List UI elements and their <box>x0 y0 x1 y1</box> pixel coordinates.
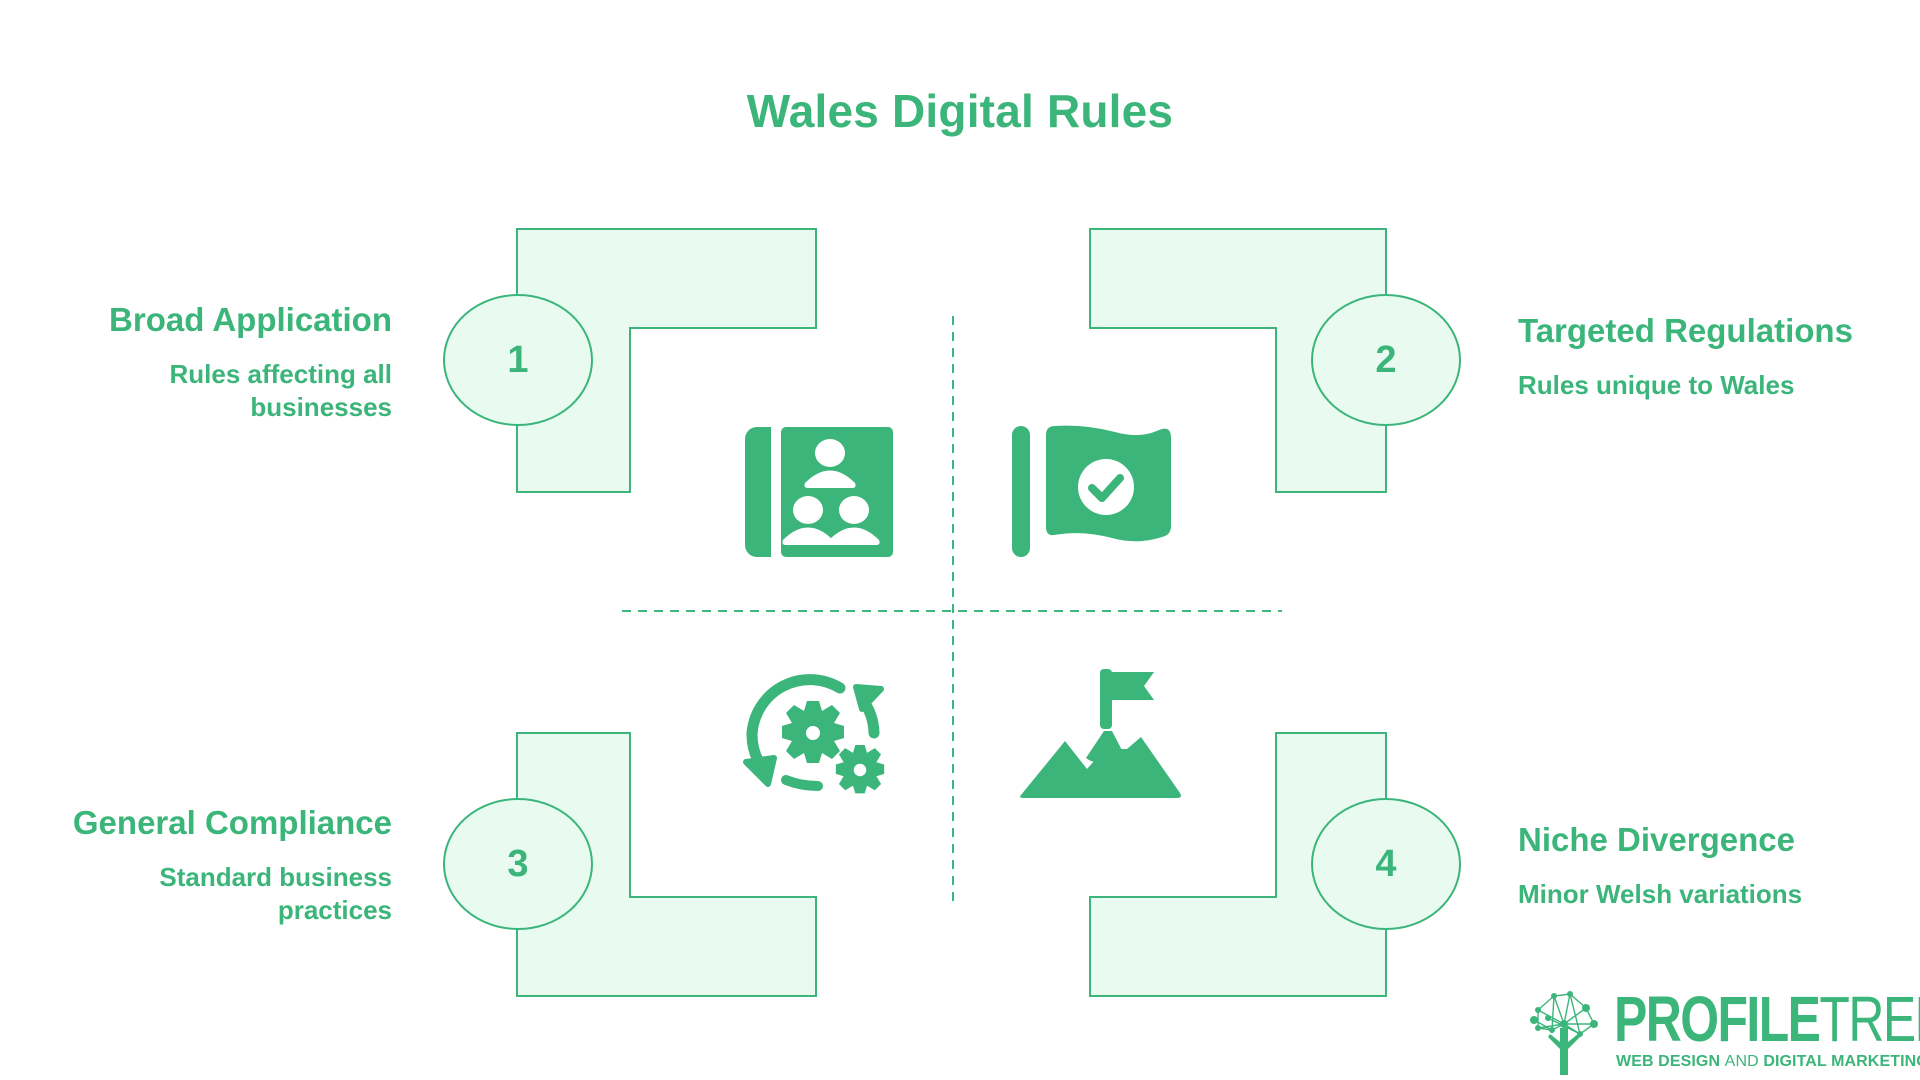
quadrant-text-2: Targeted Regulations Rules unique to Wal… <box>1518 311 1920 402</box>
description-line: Minor Welsh variations <box>1518 879 1803 909</box>
logo-brand-light: TREE <box>1819 983 1920 1055</box>
tagline-part-2: AND <box>1724 1053 1764 1070</box>
number-circle-2 <box>1311 294 1461 426</box>
tagline-part-1: WEB DESIGN <box>1616 1053 1725 1070</box>
page-title: Wales Digital Rules <box>746 85 1174 137</box>
l-shape-1 <box>516 228 817 493</box>
quadrant-heading-3: General Compliance <box>72 804 392 841</box>
gears-cycle-icon <box>743 674 885 794</box>
org-chart-book-icon <box>745 427 893 557</box>
l-shape-3 <box>516 732 817 997</box>
l-shape-4 <box>1089 732 1387 997</box>
quadrant-text-3: General Compliance Standard business pra… <box>0 803 392 927</box>
quadrant-description-2: Rules unique to Wales <box>1518 369 1920 402</box>
number-circle-1 <box>443 294 593 426</box>
quadrant-number-2: 2 <box>1375 339 1397 381</box>
l-shape-2 <box>1089 228 1387 493</box>
logo-wordmark: PROFILETREE <box>1614 984 1920 1054</box>
quadrant-heading-4: Niche Divergence <box>1518 821 1795 858</box>
description-line: businesses <box>250 392 392 422</box>
logo-tagline: WEB DESIGN AND DIGITAL MARKETING <box>1616 1052 1920 1072</box>
description-line: practices <box>277 895 392 925</box>
description-line: Rules affecting all <box>169 359 393 389</box>
number-circle-3 <box>443 798 593 930</box>
quadrant-description-1: Rules affecting all businesses <box>0 358 393 424</box>
tree-network-icon <box>1530 991 1598 1075</box>
mountain-flag-icon <box>1020 669 1181 798</box>
quadrant-text-1: Broad Application Rules affecting all bu… <box>0 300 392 424</box>
tagline-part-3: DIGITAL MARKETING <box>1763 1053 1920 1070</box>
quadrant-text-4: Niche Divergence Minor Welsh variations <box>1518 820 1920 911</box>
quadrant-heading-1: Broad Application <box>109 301 392 338</box>
logo-brand-bold: PROFILE <box>1614 983 1821 1055</box>
quadrant-number-1: 1 <box>507 339 529 381</box>
quadrant-number-3: 3 <box>507 843 529 885</box>
description-line: Standard business <box>159 862 392 892</box>
quadrant-description-4: Minor Welsh variations <box>1518 878 1920 911</box>
quadrant-description-3: Standard business practices <box>0 861 392 927</box>
quadrant-number-4: 4 <box>1375 843 1397 885</box>
number-circle-4 <box>1311 798 1461 930</box>
profiletree-logo: PROFILETREE WEB DESIGN AND DIGITAL MARKE… <box>1524 984 1920 1076</box>
description-line: Rules unique to Wales <box>1518 370 1795 400</box>
quadrant-heading-2: Targeted Regulations <box>1518 312 1853 349</box>
flag-check-icon <box>1012 425 1171 557</box>
